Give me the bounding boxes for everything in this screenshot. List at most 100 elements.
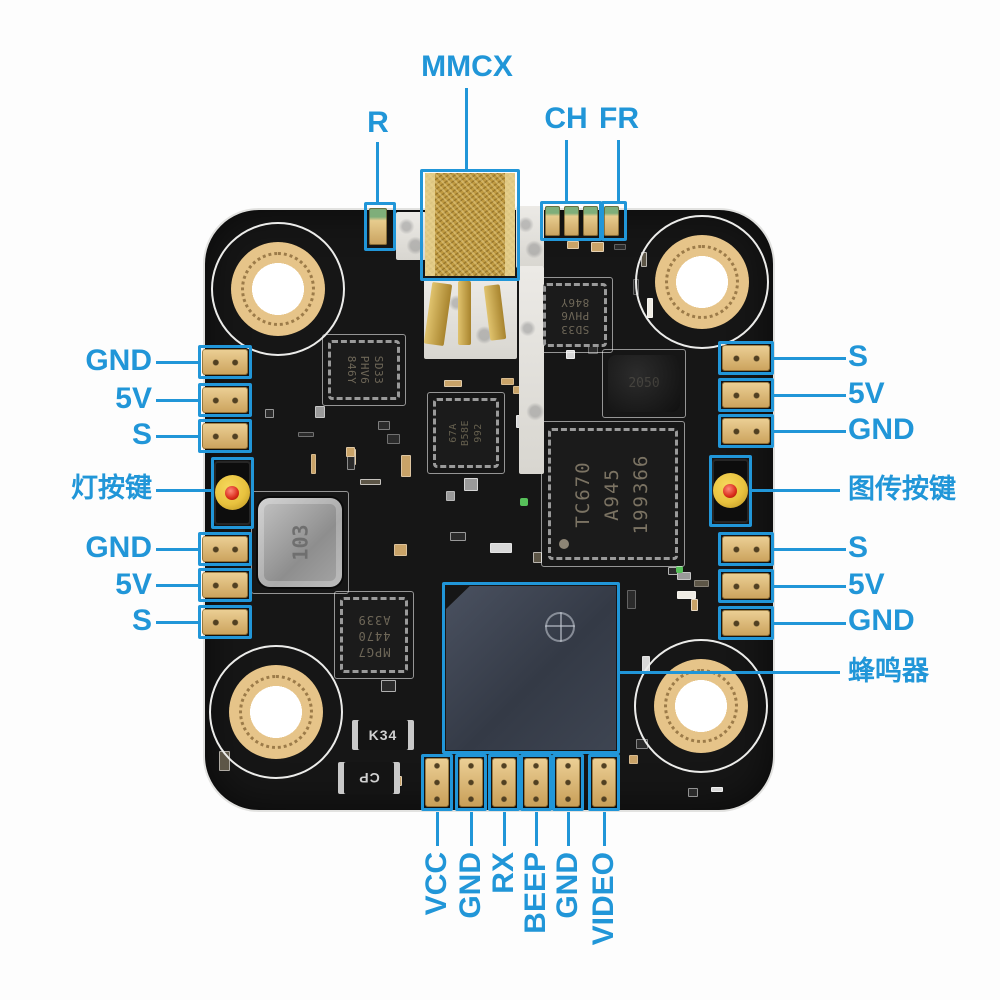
- annotation-line: [156, 620, 198, 624]
- label-left-3: 灯按键: [71, 473, 152, 503]
- label-bottom-5: VIDEO: [587, 852, 620, 946]
- annotation-box-left-pad-box: [198, 605, 252, 639]
- inductor: 103: [258, 498, 342, 587]
- annotation-box-left-pad-box: [198, 532, 252, 566]
- smd-component: [378, 421, 390, 430]
- smd-component: [400, 455, 412, 477]
- chip-marking-line: A945: [601, 467, 624, 521]
- label-left-0: GND: [85, 344, 152, 377]
- annotation-line: [774, 429, 846, 433]
- annotation-line: [602, 812, 606, 846]
- solder-pad-right: [722, 573, 770, 599]
- label-bottom-2: RX: [487, 852, 520, 894]
- annotation-box-fr-box: [601, 201, 627, 241]
- annotation-line: [774, 393, 846, 397]
- label-left-1: 5V: [115, 382, 152, 415]
- annotation-box-r-box: [364, 202, 396, 251]
- chip-marking-line: 4470: [357, 628, 391, 643]
- annotation-line: [375, 142, 379, 202]
- label-right-7: 蜂鸣器: [848, 656, 929, 686]
- buzzer-port-mark: [545, 612, 575, 642]
- chip-marking-line: MPG7: [357, 644, 391, 659]
- silkscreen-outline: [334, 591, 414, 679]
- silkscreen-outline: [322, 334, 406, 406]
- smd-component: [591, 242, 605, 252]
- label-ch: CH: [544, 102, 588, 135]
- smd-component: [381, 680, 396, 693]
- label-right-4: S: [848, 531, 869, 564]
- annotation-line: [534, 812, 538, 846]
- solder-pad-bottom: [459, 758, 483, 807]
- smd-component: [533, 552, 542, 563]
- mounting-hole-ring: [635, 215, 769, 349]
- smd-component: [386, 434, 400, 444]
- annotation-line: [156, 488, 211, 492]
- dip-pad: [604, 206, 619, 236]
- oscillator-marking: 2050: [628, 376, 660, 391]
- annotation-box-right-pad-box: [718, 414, 774, 448]
- label-right-3: 图传按键: [848, 474, 956, 504]
- smd-component: [310, 453, 317, 474]
- solder-pad-area: [519, 266, 544, 474]
- diode-k34-marking: K34: [368, 727, 398, 743]
- chip-marking-line: 846Y: [344, 355, 358, 385]
- smd-component: [626, 590, 636, 609]
- annotation-line: [564, 140, 568, 201]
- smd-component: [298, 431, 314, 438]
- label-r: R: [367, 106, 389, 139]
- annotation-box-right-pad-box: [718, 341, 774, 375]
- annotation-line: [156, 547, 198, 551]
- label-right-2: GND: [848, 413, 915, 446]
- status-led: [676, 566, 683, 573]
- inductor-marking: 103: [288, 524, 312, 561]
- chip-marking-line: B58E: [460, 419, 472, 447]
- solder-pad-bottom: [492, 758, 516, 807]
- mmcx-pin: [458, 281, 471, 345]
- mounting-hole-ring: [634, 639, 768, 773]
- smd-component: [691, 599, 698, 611]
- annotation-line: [774, 356, 846, 360]
- label-left-5: 5V: [115, 568, 152, 601]
- smd-component: [345, 447, 356, 458]
- diode-k34: K34: [352, 720, 414, 750]
- chip-marking-line: PHV6: [358, 355, 372, 385]
- smd-component: [694, 579, 710, 587]
- solder-pad-left: [202, 536, 248, 562]
- chip-marking-line: 67A: [447, 423, 459, 443]
- annotation-box-left-pad-box: [198, 383, 252, 417]
- solder-pad-bottom: [556, 758, 580, 807]
- annotation-line: [752, 488, 840, 492]
- pin1-dot: [559, 539, 569, 549]
- annotation-box-right-pad-box: [718, 532, 774, 566]
- mounting-hole-vias: [665, 245, 739, 319]
- solder-pad-right: [722, 382, 770, 408]
- solder-pad-area: [516, 206, 544, 268]
- mounting-hole-vias: [664, 669, 738, 743]
- silkscreen-outline: [541, 421, 685, 567]
- chip-marking-line: A339: [357, 613, 391, 628]
- smd-component: [315, 406, 325, 418]
- smd-component: [677, 590, 697, 600]
- annotation-line: [774, 621, 846, 625]
- annotation-box-right-pad-box: [718, 569, 774, 603]
- label-left-4: GND: [85, 531, 152, 564]
- smd-component: [687, 787, 699, 797]
- smd-component: [628, 754, 638, 765]
- label-right-6: GND: [848, 604, 915, 637]
- dip-pad: [583, 206, 598, 236]
- annotation-box-ch-box: [540, 201, 602, 241]
- annotation-box-left-pad-box: [198, 345, 252, 379]
- smd-component: [565, 349, 575, 360]
- chip-marking-line: 846Y: [560, 295, 590, 309]
- solder-pad-right: [722, 610, 770, 636]
- smd-component: [567, 240, 579, 249]
- label-left-2: S: [131, 418, 152, 451]
- annotation-line: [156, 434, 198, 438]
- solder-pad-left: [202, 349, 248, 375]
